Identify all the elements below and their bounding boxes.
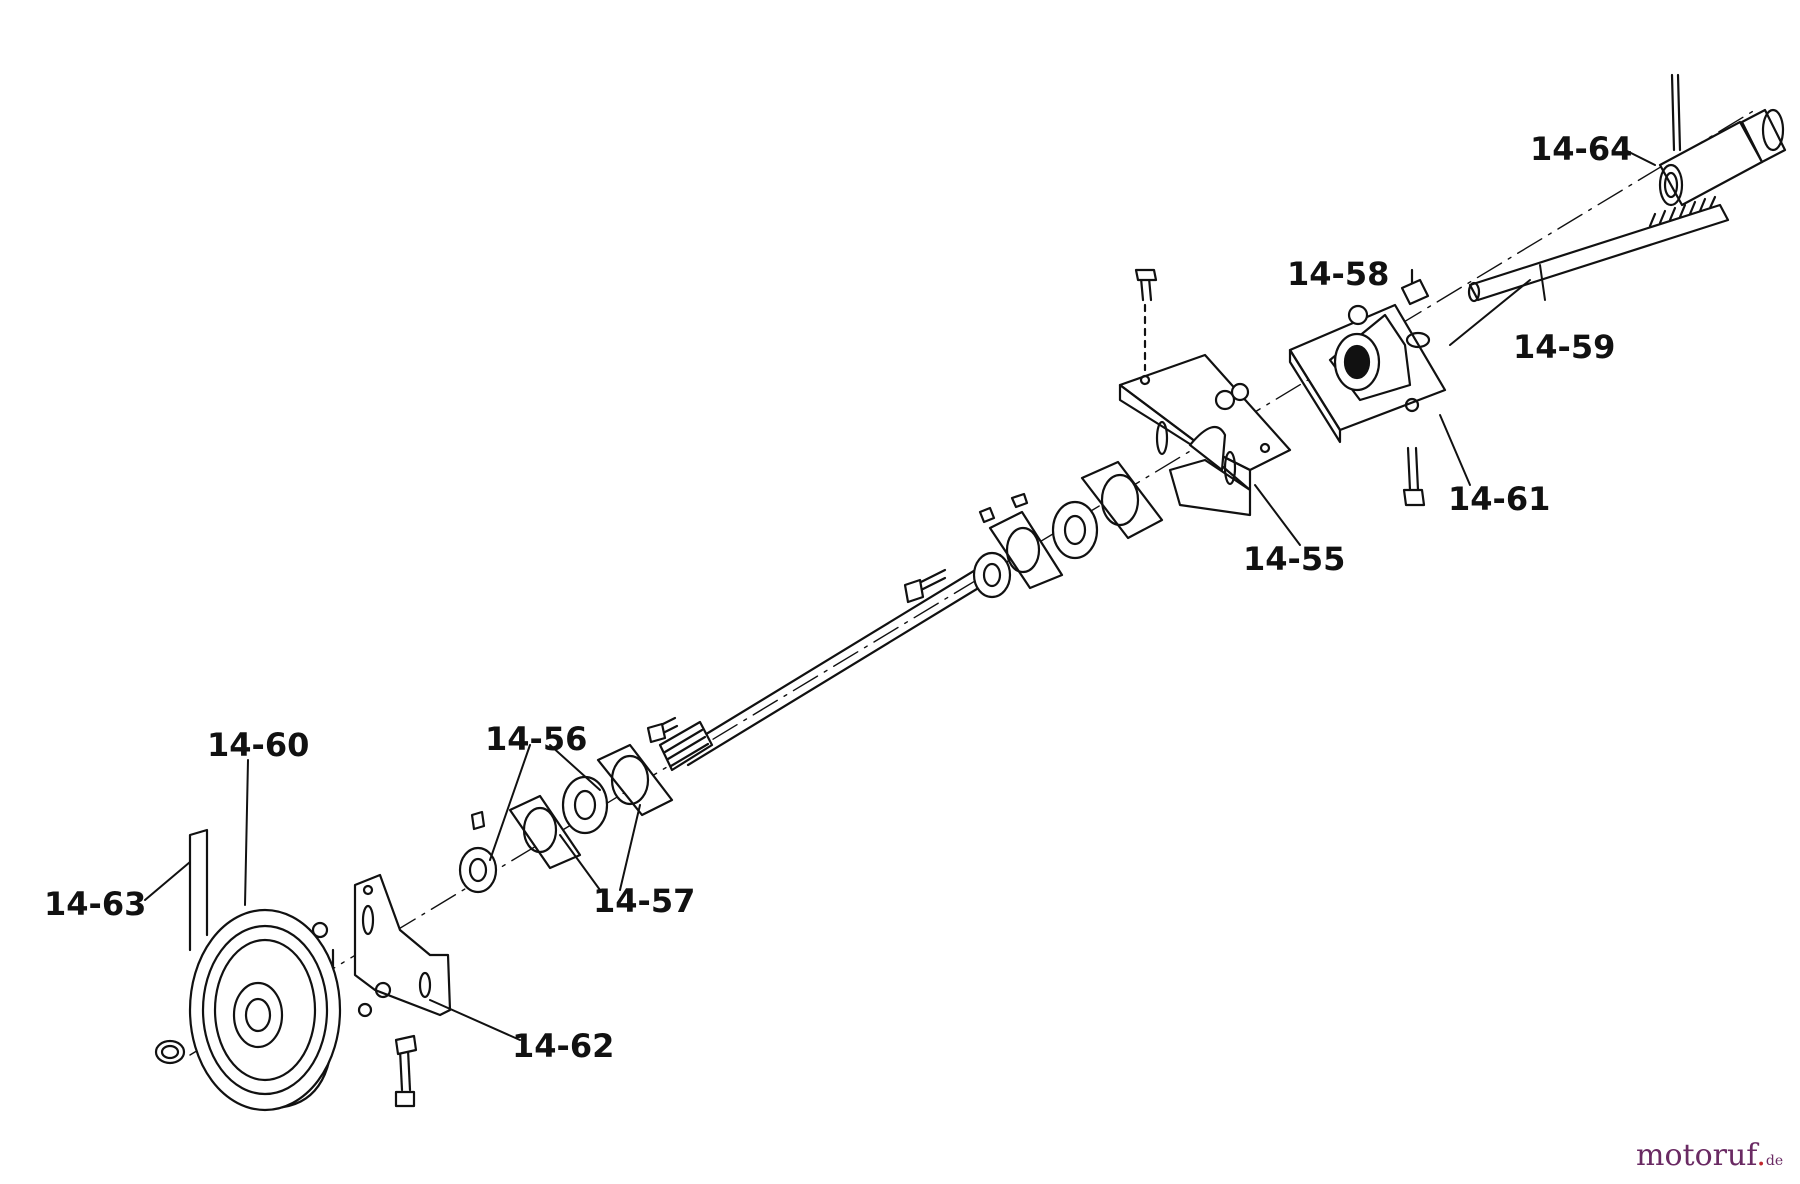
watermark-logo: motoruf.de bbox=[1636, 1138, 1783, 1173]
label-14-57: 14-57 bbox=[593, 882, 695, 920]
label-14-59: 14-59 bbox=[1513, 328, 1615, 366]
upper-flange-bearing-group bbox=[903, 460, 1164, 604]
pulley-and-belt bbox=[154, 828, 342, 1112]
watermark-dot: . bbox=[1756, 1138, 1766, 1173]
watermark-brand: motoruf bbox=[1636, 1138, 1757, 1173]
coupling-14-64 bbox=[1658, 73, 1787, 207]
leader-lines bbox=[144, 149, 1656, 1041]
label-14-60: 14-60 bbox=[207, 726, 309, 764]
watermark-tld: de bbox=[1765, 1153, 1784, 1169]
shaft-14-59 bbox=[1467, 195, 1730, 303]
label-14-61: 14-61 bbox=[1448, 480, 1550, 518]
label-14-56: 14-56 bbox=[485, 720, 587, 758]
bracket-14-62 bbox=[311, 873, 452, 1108]
label-14-62: 14-62 bbox=[512, 1027, 614, 1065]
bracket-14-55 bbox=[1118, 268, 1292, 517]
label-14-55: 14-55 bbox=[1243, 540, 1345, 578]
shaft-axis-line bbox=[189, 109, 1756, 1056]
pillow-block-bearing bbox=[1288, 268, 1447, 507]
lower-flange-bearing-group bbox=[458, 716, 679, 894]
label-14-58: 14-58 bbox=[1287, 255, 1389, 293]
label-14-63: 14-63 bbox=[44, 885, 146, 923]
main-shaft bbox=[658, 553, 1010, 772]
label-14-64: 14-64 bbox=[1530, 130, 1632, 168]
